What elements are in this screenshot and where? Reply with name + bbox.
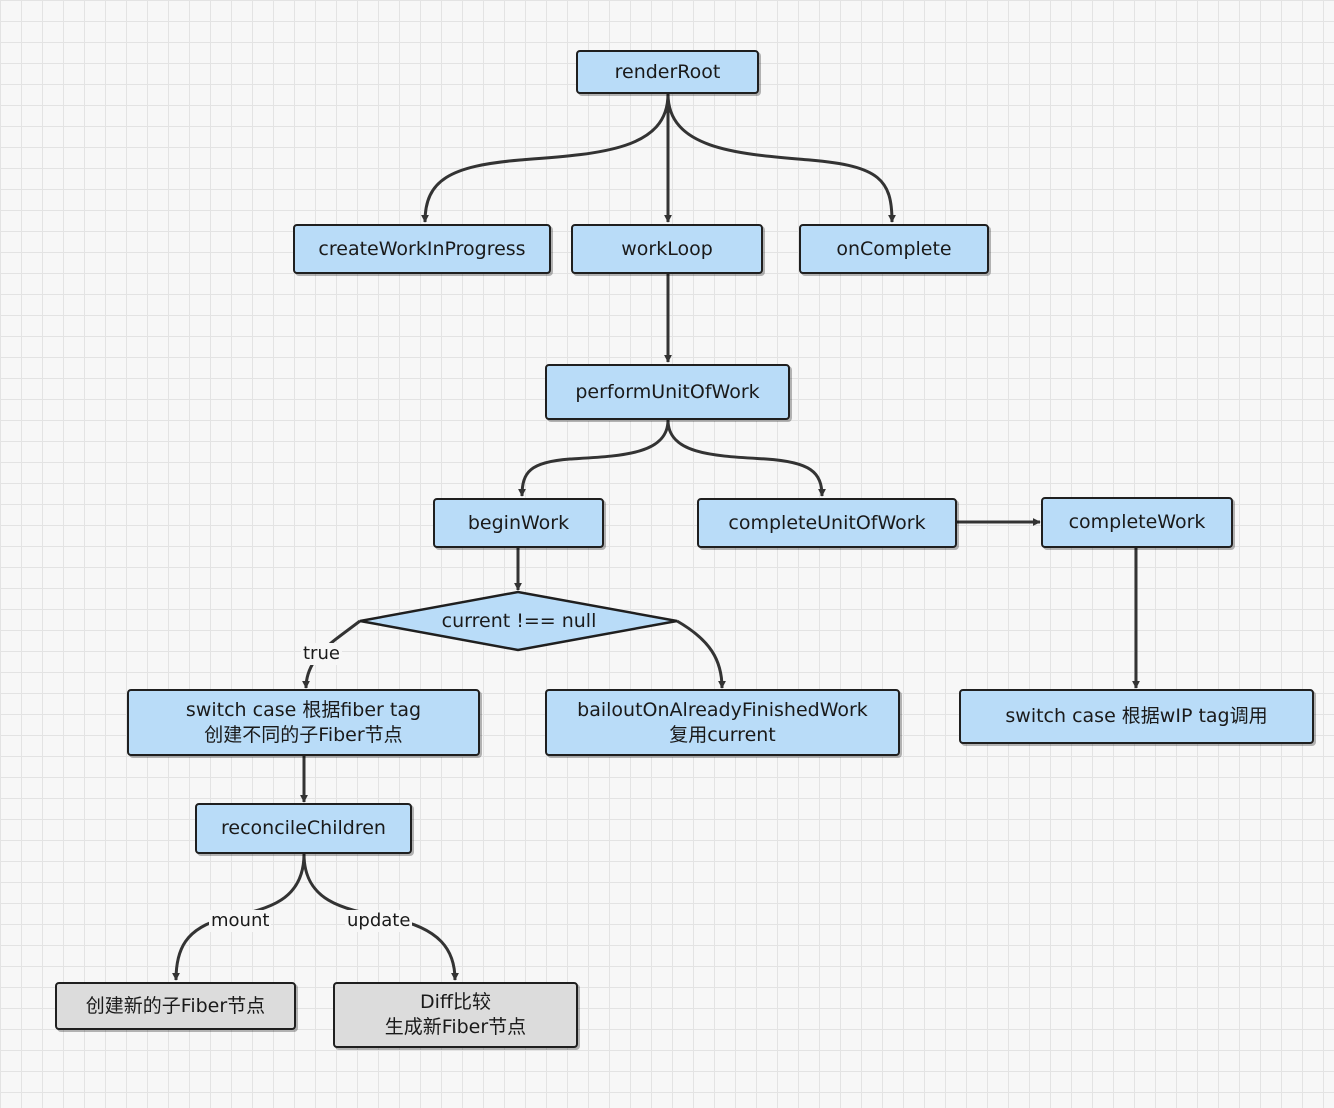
node-create-new-child-label: 创建新的子Fiber节点 <box>85 994 266 1017</box>
node-oncomplete: onComplete <box>799 224 989 274</box>
node-createworkinprogress-label: createWorkInProgress <box>318 237 526 260</box>
node-workloop: workLoop <box>571 224 763 274</box>
node-completeunitofwork: completeUnitOfWork <box>697 498 957 548</box>
edge-label-true: true <box>301 643 342 665</box>
edge-perform-beginwork <box>518 419 670 497</box>
node-completework: completeWork <box>1041 497 1233 548</box>
node-performunitofwork-label: performUnitOfWork <box>575 380 760 403</box>
edge-label-mount: mount <box>209 910 272 932</box>
node-renderroot: renderRoot <box>576 50 759 94</box>
edge-label-update: update <box>345 910 413 932</box>
edge-condition-bailout <box>676 619 726 689</box>
node-diff: Diff比较 生成新Fiber节点 <box>333 982 578 1048</box>
node-switch-fiber-tag: switch case 根据fiber tag 创建不同的子Fiber节点 <box>127 689 480 756</box>
node-diff-line1: Diff比较 <box>420 991 491 1013</box>
node-createworkinprogress: createWorkInProgress <box>293 224 551 274</box>
condition-label: current !== null <box>441 610 597 632</box>
node-oncomplete-label: onComplete <box>836 237 952 260</box>
node-workloop-label: workLoop <box>621 237 713 260</box>
edge-renderroot-createwip <box>421 93 670 223</box>
node-create-new-child: 创建新的子Fiber节点 <box>55 982 296 1030</box>
node-performunitofwork: performUnitOfWork <box>545 364 790 420</box>
node-beginwork: beginWork <box>433 498 604 548</box>
node-switch-wip-tag-label: switch case 根据wIP tag调用 <box>1005 705 1268 727</box>
node-bailout-line2: 复用current <box>669 723 776 746</box>
node-diff-line2: 生成新Fiber节点 <box>384 1016 527 1038</box>
node-reconcilechildren-label: reconcileChildren <box>221 817 386 839</box>
node-switch-fiber-tag-line1: switch case 根据fiber tag <box>185 698 422 721</box>
edge-renderroot-oncomplete <box>666 93 896 223</box>
node-bailout: bailoutOnAlreadyFinishedWork 复用current <box>545 689 900 756</box>
decision-diamond <box>359 590 678 652</box>
node-beginwork-label: beginWork <box>467 511 570 534</box>
node-completework-label: completeWork <box>1068 511 1206 533</box>
edge-perform-completeunit <box>666 419 826 497</box>
node-switch-wip-tag: switch case 根据wIP tag调用 <box>959 689 1314 744</box>
node-renderroot-label: renderRoot <box>614 60 721 83</box>
node-completeunitofwork-label: completeUnitOfWork <box>728 511 926 534</box>
node-bailout-line1: bailoutOnAlreadyFinishedWork <box>577 698 868 721</box>
node-reconcilechildren: reconcileChildren <box>195 803 412 854</box>
node-switch-fiber-tag-line2: 创建不同的子Fiber节点 <box>204 723 403 746</box>
